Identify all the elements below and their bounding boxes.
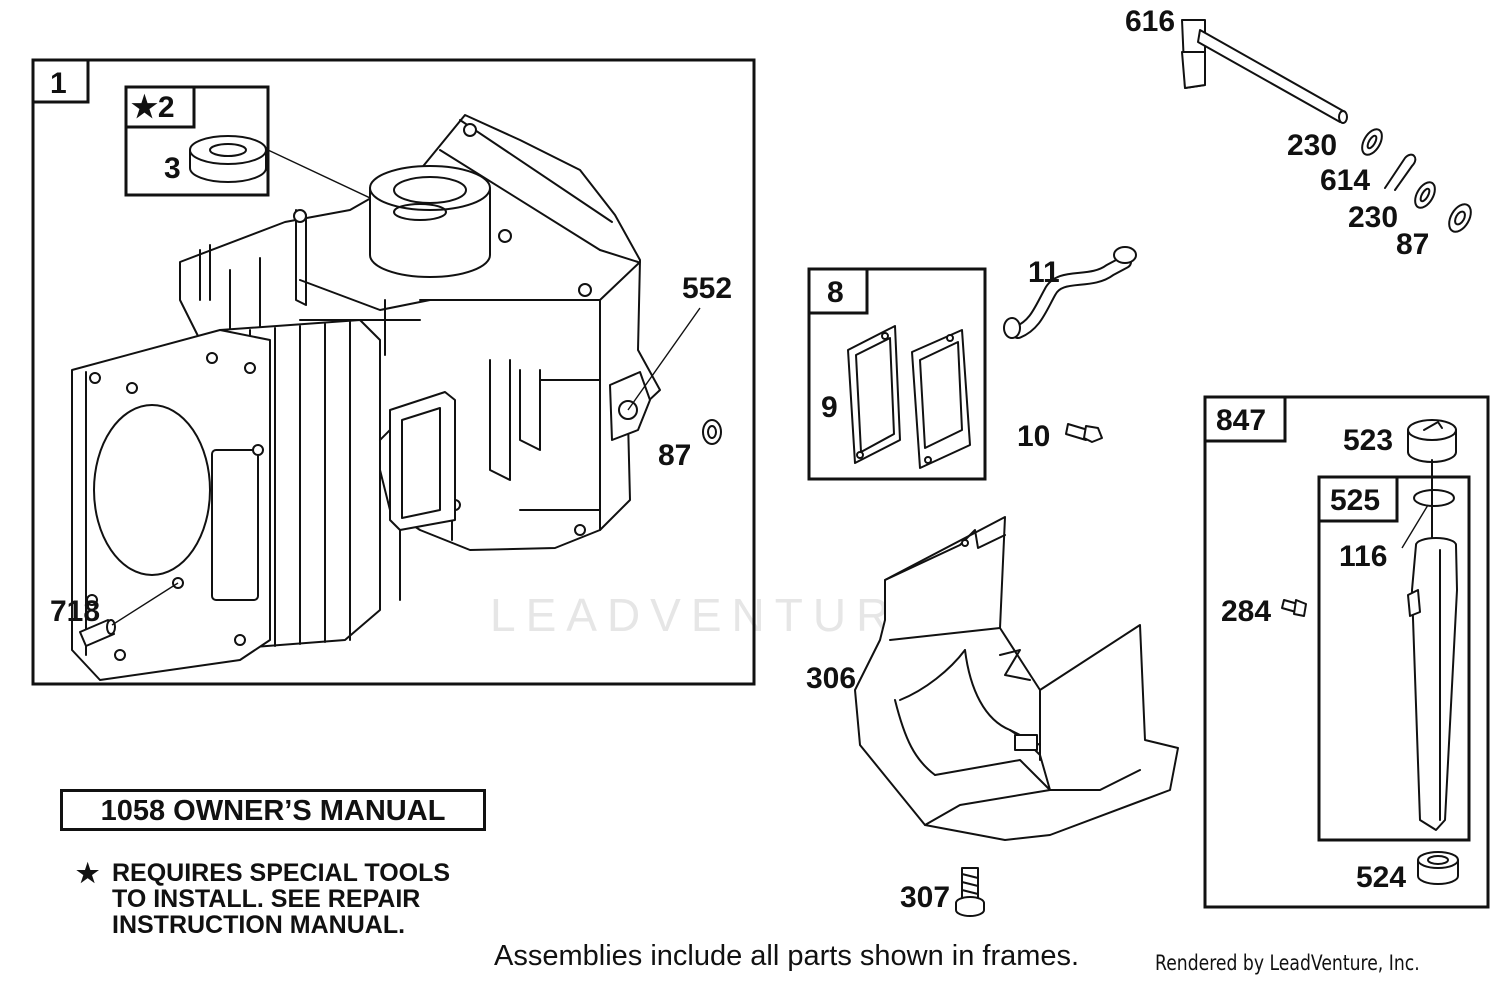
credit-text: Rendered by LeadVenture, Inc. bbox=[1155, 951, 1420, 975]
cylinder-block-icon bbox=[71, 114, 661, 681]
gasket-icon bbox=[847, 325, 901, 464]
o-ring-icon bbox=[1413, 489, 1455, 507]
frame-8-label: 8 bbox=[827, 276, 844, 309]
callout-10: 10 bbox=[1017, 420, 1050, 453]
callout-284: 284 bbox=[1221, 595, 1271, 628]
frame-847-dipstick: 847 525 523 116 284 bbox=[1203, 395, 1490, 909]
bolt-icon bbox=[955, 867, 985, 917]
callout-614: 614 bbox=[1320, 164, 1370, 197]
callout-87-right: 87 bbox=[1396, 228, 1429, 261]
callout-552: 552 bbox=[682, 272, 732, 305]
callout-718: 718 bbox=[50, 595, 100, 628]
star-icon: ★ bbox=[76, 858, 100, 888]
breather-tube-icon bbox=[1003, 246, 1137, 339]
cylinder-shroud-icon bbox=[854, 516, 1179, 841]
frame-1-label: 1 bbox=[50, 67, 67, 100]
callout-11: 11 bbox=[1028, 256, 1060, 289]
dowel-pin-icon bbox=[79, 619, 116, 647]
tube-seal-icon bbox=[1417, 851, 1459, 885]
washer-icon bbox=[702, 419, 722, 445]
breather-cover-icon bbox=[911, 329, 971, 469]
washer-icon bbox=[1448, 203, 1472, 233]
frame-525-label: 525 bbox=[1330, 484, 1380, 517]
frame-847-label: 847 bbox=[1216, 404, 1266, 437]
screw-icon bbox=[1281, 599, 1307, 617]
callout-230-bottom: 230 bbox=[1348, 201, 1398, 234]
washer-icon bbox=[1361, 128, 1383, 156]
callout-307: 307 bbox=[900, 881, 950, 914]
callout-524: 524 bbox=[1356, 861, 1406, 894]
watermark-text: LEADVENTURE bbox=[490, 589, 940, 641]
callout-616: 616 bbox=[1125, 5, 1175, 38]
callout-116: 116 bbox=[1339, 540, 1387, 573]
dipstick-tube-icon bbox=[1407, 537, 1458, 831]
note-text: REQUIRES SPECIAL TOOLS TO INSTALL. SEE R… bbox=[112, 859, 451, 939]
hairpin-clip-icon bbox=[1384, 153, 1417, 191]
governor-shaft-icon bbox=[1181, 19, 1348, 124]
callout-230-top: 230 bbox=[1287, 129, 1337, 162]
frame-1-cylinder-assembly: 1 ★2 3 bbox=[31, 58, 756, 686]
footer-text: Assemblies include all parts shown in fr… bbox=[494, 940, 1080, 972]
frame-8-breather: 8 9 bbox=[807, 267, 987, 481]
callout-523: 523 bbox=[1343, 424, 1393, 457]
frame-2-label: ★2 bbox=[131, 91, 175, 124]
screw-icon bbox=[1065, 423, 1103, 443]
seal-ring-icon bbox=[189, 135, 267, 183]
callout-9: 9 bbox=[821, 391, 838, 424]
owners-manual-label: 1058 OWNER’S MANUAL bbox=[60, 789, 486, 831]
callout-87-left: 87 bbox=[658, 439, 691, 472]
callout-3: 3 bbox=[164, 152, 181, 185]
washer-icon bbox=[1414, 181, 1436, 209]
dipstick-cap-icon bbox=[1407, 419, 1457, 541]
callout-306: 306 bbox=[806, 662, 856, 695]
